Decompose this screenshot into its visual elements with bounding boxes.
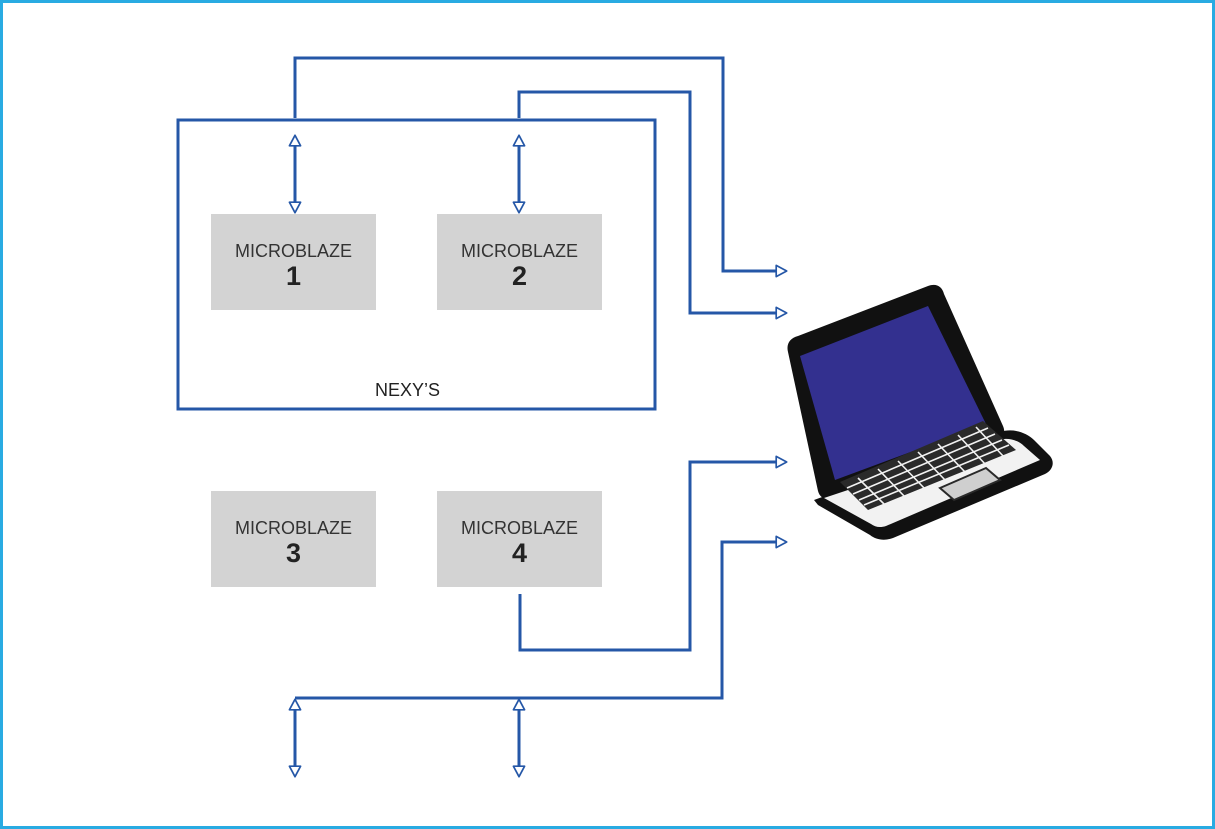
bus-line-external — [295, 535, 788, 700]
microblaze-2-box: MICROBLAZE 2 — [437, 214, 602, 310]
bus-line-microblaze-1 — [293, 56, 788, 278]
microblaze-2-number: 2 — [511, 261, 528, 291]
nexys-board-label: NEXY’S — [375, 380, 441, 400]
microblaze-3-label: MICROBLAZE — [234, 518, 353, 538]
microblaze-4-number: 4 — [511, 538, 528, 568]
nexys-board-outline — [176, 118, 657, 411]
microblaze-4-box: MICROBLAZE 4 — [437, 491, 602, 587]
bus-line-microblaze-4 — [518, 455, 788, 652]
microblaze-1-label: MICROBLAZE — [234, 241, 353, 261]
microblaze-1-number: 1 — [285, 261, 302, 291]
bus-line-microblaze-2 — [517, 90, 788, 320]
laptop-icon — [787, 284, 1053, 540]
microblaze-1-box: MICROBLAZE 1 — [211, 214, 376, 310]
microblaze-3-number: 3 — [285, 538, 302, 568]
microblaze-2-label: MICROBLAZE — [460, 241, 579, 261]
microblaze-3-box: MICROBLAZE 3 — [211, 491, 376, 587]
microblaze-4-label: MICROBLAZE — [460, 518, 579, 538]
